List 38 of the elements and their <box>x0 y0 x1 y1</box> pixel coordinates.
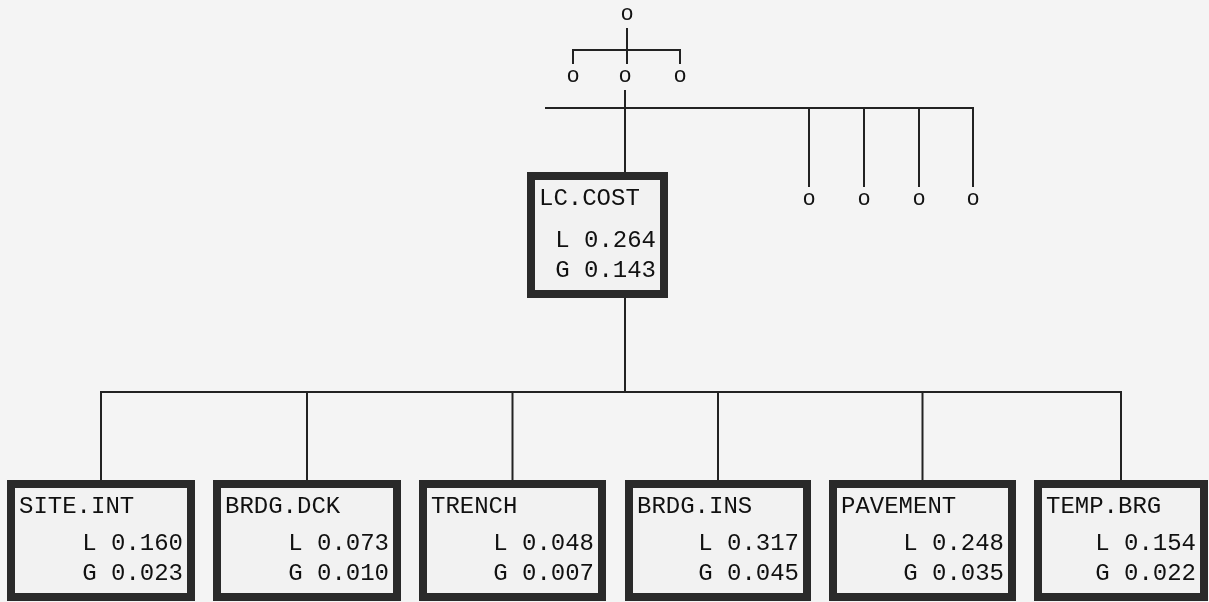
weight-value: L 0.154 <box>1095 529 1196 559</box>
node-title: PAVEMENT <box>841 492 957 522</box>
weight-value: G 0.010 <box>288 559 389 589</box>
weight-value: L 0.073 <box>288 529 389 559</box>
weight-value: G 0.035 <box>903 559 1004 589</box>
weight-value: G 0.143 <box>555 256 656 286</box>
weight-value: G 0.007 <box>493 559 594 589</box>
weight-value: G 0.022 <box>1095 559 1196 589</box>
node-box <box>213 480 401 601</box>
weight-value: L 0.248 <box>903 529 1004 559</box>
weight-value: L 0.160 <box>82 529 183 559</box>
node-title: TRENCH <box>431 492 518 522</box>
node-title: BRDG.DCK <box>225 492 341 522</box>
node-box <box>829 480 1016 601</box>
weight-value: G 0.023 <box>82 559 183 589</box>
weight-value: L 0.317 <box>698 529 799 559</box>
node-marker: o <box>801 187 817 213</box>
node-marker: o <box>965 187 981 213</box>
weight-value: G 0.045 <box>698 559 799 589</box>
connector-line <box>624 89 974 188</box>
node-title: SITE.INT <box>19 492 135 522</box>
node-marker: o <box>617 64 633 90</box>
node-marker: o <box>856 187 872 213</box>
weight-value: L 0.048 <box>493 529 594 559</box>
node-box <box>1034 480 1208 601</box>
node-box <box>419 480 606 601</box>
node-title: BRDG.INS <box>637 492 753 522</box>
node-title: TEMP.BRG <box>1046 492 1162 522</box>
node-box <box>527 172 668 298</box>
node-marker: o <box>565 64 581 90</box>
node-marker: o <box>672 64 688 90</box>
connector-line <box>626 27 681 65</box>
node-box <box>625 480 811 601</box>
weight-value: L 0.264 <box>555 226 656 256</box>
node-marker: o <box>911 187 927 213</box>
node-box <box>7 480 195 601</box>
node-title: LC.COST <box>539 184 640 214</box>
node-marker: o <box>619 2 635 28</box>
